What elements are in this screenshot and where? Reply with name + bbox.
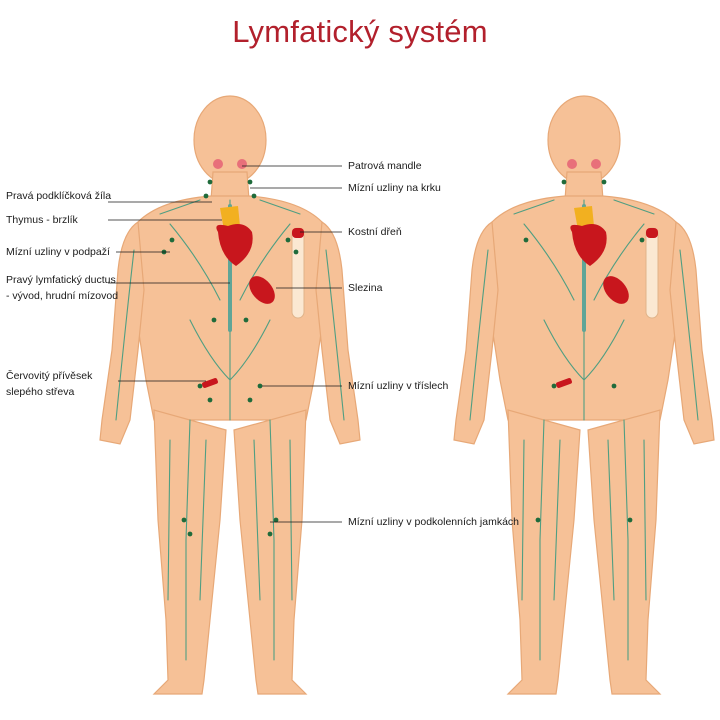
label-appendix-line2: slepého střeva — [6, 386, 74, 398]
appendix-organ — [202, 378, 218, 388]
label-lymph-duct-line1: Pravý lymfatický ductus — [6, 274, 116, 286]
page-title: Lymfatický systém — [232, 14, 488, 49]
label-lymph-duct-line2: - vývod, hrudní mízovod — [6, 290, 118, 302]
label-axillary-nodes: Mízní uzliny v podpaží — [6, 246, 110, 258]
tonsil-marker — [213, 159, 223, 169]
label-inguinal-nodes: Mízní uzliny v tříslech — [348, 380, 449, 392]
label-popliteal-nodes: Mízní uzliny v podkolenních jamkách — [348, 516, 519, 528]
label-neck-nodes: Mízní uzliny na krku — [348, 182, 441, 194]
label-tonsil: Patrová mandle — [348, 160, 422, 172]
label-spleen: Slezina — [348, 282, 383, 294]
label-thymus: Thymus - brzlík — [6, 214, 79, 226]
humerus-bone — [291, 227, 305, 319]
front-body-figure — [98, 94, 362, 696]
label-bone-marrow: Kostní dřeň — [348, 226, 402, 238]
label-leaders — [108, 165, 342, 523]
label-subclavian-vein: Pravá podklíčková žíla — [6, 190, 111, 202]
heart-organ — [216, 224, 253, 266]
label-appendix-line1: Červovitý přívěsek — [6, 369, 93, 382]
bone-marrow-marker — [292, 228, 304, 238]
thymus-organ — [220, 206, 240, 230]
spleen-organ — [249, 276, 275, 304]
back-body-figure — [452, 94, 716, 696]
